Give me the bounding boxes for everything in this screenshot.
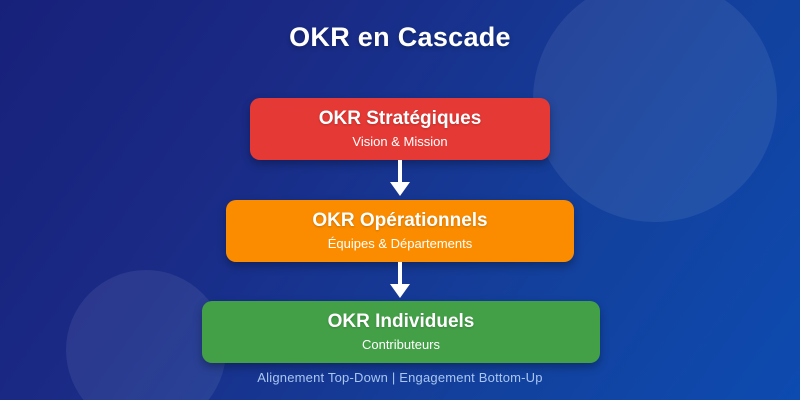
arrow-operational-to-individual	[384, 262, 416, 302]
okr-level-individual-subtitle: Contributeurs	[361, 337, 441, 352]
okr-level-operational[interactable]: OKR Opérationnels Équipes & Départements	[226, 200, 574, 262]
arrow-strategic-to-operational	[384, 160, 416, 200]
footer-note: Alignement Top-Down | Engagement Bottom-…	[257, 370, 543, 385]
okr-level-individual[interactable]: OKR Individuels Contributeurs	[202, 301, 600, 363]
okr-level-strategic[interactable]: OKR Stratégiques Vision & Mission	[250, 98, 550, 160]
page-title: OKR en Cascade	[289, 22, 511, 52]
okr-level-strategic-subtitle: Vision & Mission	[352, 134, 448, 149]
okr-level-operational-subtitle: Équipes & Départements	[327, 236, 473, 251]
okr-level-strategic-title: OKR Stratégiques	[318, 108, 482, 129]
okr-level-individual-title: OKR Individuels	[327, 311, 475, 332]
okr-level-operational-title: OKR Opérationnels	[312, 210, 488, 231]
